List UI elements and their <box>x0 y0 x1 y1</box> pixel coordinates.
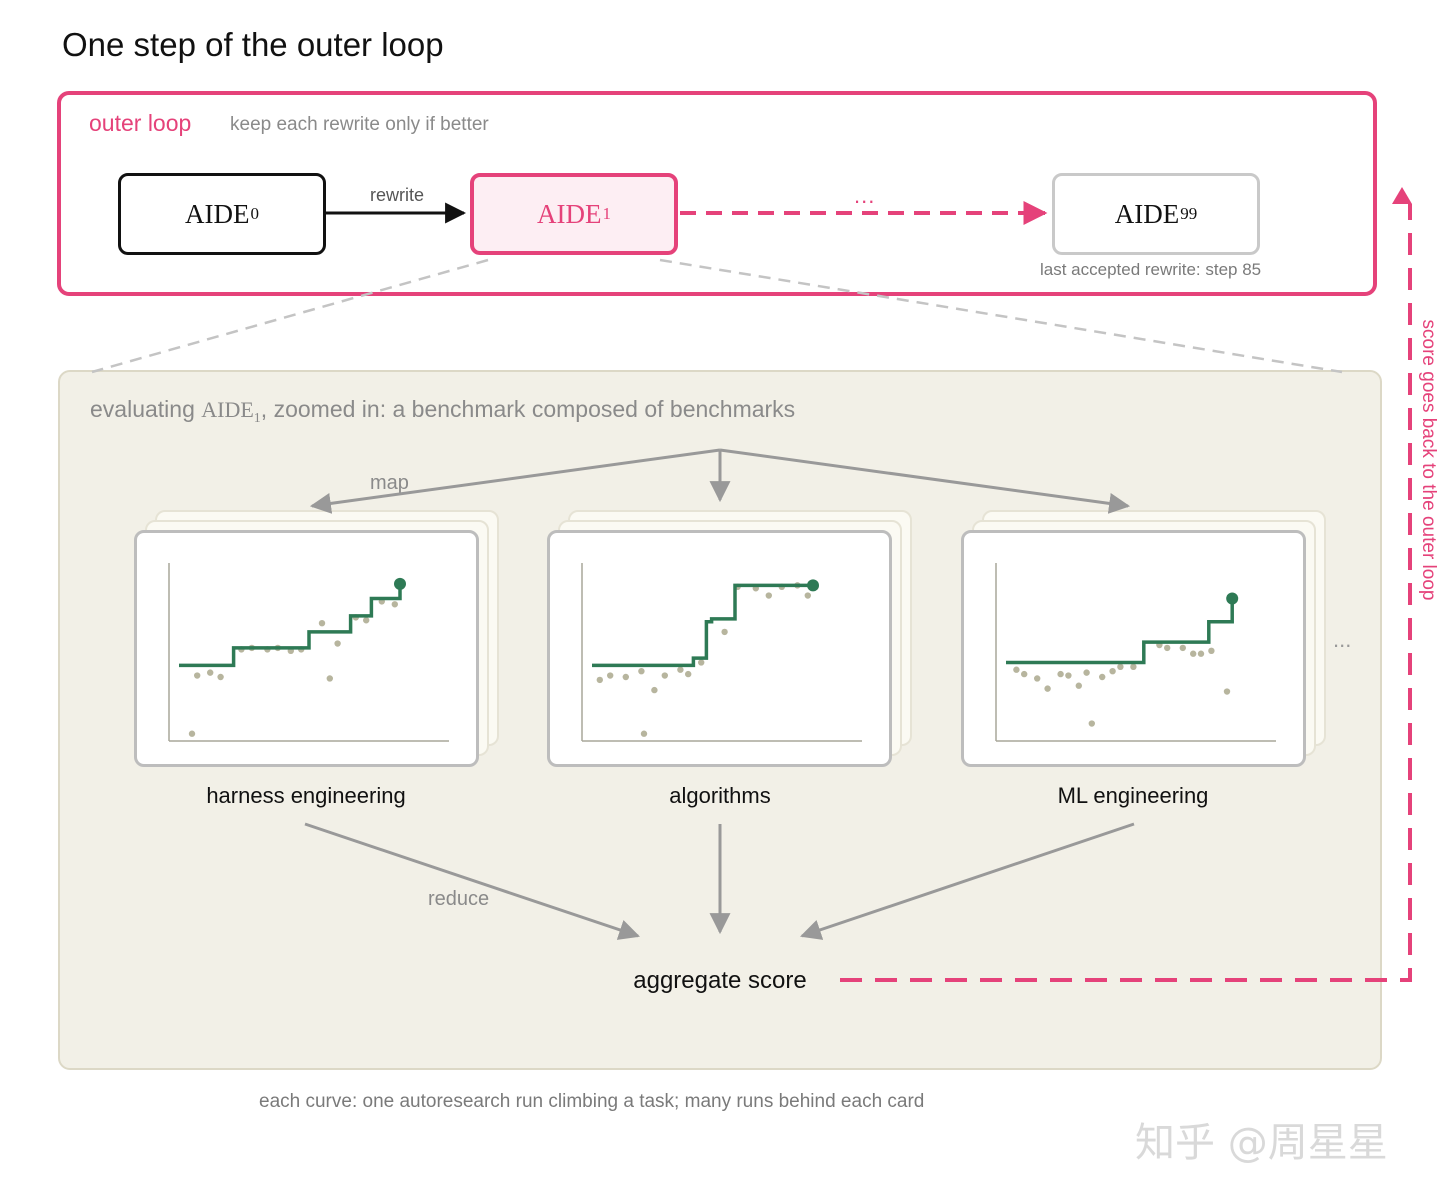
evaluation-title-math-sub: 1 <box>253 411 261 426</box>
last-accepted-label: last accepted rewrite: step 85 <box>1040 260 1262 279</box>
benchmark-label-ml: ML engineering <box>1057 783 1209 808</box>
map-label: map <box>370 472 409 494</box>
footer-caption: each curve: one autoresearch run climbin… <box>259 1091 925 1112</box>
map-arrow-left <box>309 448 721 514</box>
evaluation-title-suffix: , zoomed in: a benchmark composed of ben… <box>260 396 796 422</box>
best-so-far-line <box>179 583 402 668</box>
plot-point <box>1034 675 1041 682</box>
reduce-label: reduce <box>428 888 490 910</box>
outer-loop-ellipsis: ... <box>854 183 876 208</box>
feedback-path <box>840 204 1412 982</box>
plot-point <box>640 730 648 737</box>
plot-point <box>1179 644 1186 652</box>
plot-point <box>1117 663 1124 671</box>
aide-node-base: AIDE <box>185 198 250 229</box>
plot-point <box>1190 650 1197 657</box>
best-so-far-line <box>592 583 813 668</box>
map-arrow-right <box>719 448 1131 514</box>
outer-loop-box <box>57 91 1377 296</box>
benchmark-label-algorithms: algorithms <box>669 783 771 808</box>
more-benchmarks-ellipsis: ... <box>1333 627 1352 652</box>
plot-point <box>334 640 341 647</box>
plot-point <box>1083 669 1090 676</box>
plot-point <box>596 676 603 684</box>
best-so-far-endpoint <box>394 577 406 590</box>
benchmark-card-algorithms <box>547 530 892 767</box>
feedback-arrowhead <box>1392 187 1412 204</box>
aide-node-sub: 0 <box>250 204 259 223</box>
plot-point <box>765 592 772 599</box>
page-title: One step of the outer loop <box>62 26 444 63</box>
watermark: 知乎 @周星星 <box>1135 1120 1388 1166</box>
plot-point <box>638 667 645 675</box>
best-so-far-line <box>1006 598 1234 665</box>
plot-point <box>1164 644 1171 652</box>
plot-point <box>1057 670 1064 678</box>
plot-point <box>1075 682 1082 689</box>
plot-point <box>207 669 214 676</box>
plot-point <box>217 673 224 681</box>
best-so-far-endpoint <box>807 579 819 592</box>
zoom-guide-right <box>659 258 1343 374</box>
plot-point <box>1197 650 1205 657</box>
plot-point <box>661 672 668 679</box>
plot-point <box>1065 672 1072 679</box>
rewrite-label: rewrite <box>370 185 425 205</box>
plot-point <box>685 670 692 678</box>
plot-point <box>607 672 614 679</box>
plot-point <box>391 601 398 608</box>
plot-point <box>194 672 201 679</box>
plot-point <box>622 673 629 681</box>
plot-point <box>677 666 684 673</box>
plot-point <box>698 659 705 666</box>
reduce-arrow-left <box>304 822 640 940</box>
plot-point <box>326 675 333 682</box>
benchmark-card-harness <box>134 530 479 767</box>
run-curve-plot <box>168 563 449 742</box>
plot-point <box>188 730 196 737</box>
outer-loop-subtitle: keep each rewrite only if better <box>230 114 489 135</box>
plot-point <box>721 628 728 636</box>
aide-node-base: AIDE <box>1114 198 1180 229</box>
benchmark-card-ml <box>961 530 1306 767</box>
aggregate-score-label: aggregate score <box>633 967 807 994</box>
run-curve-plot <box>581 563 862 742</box>
plot-point <box>804 592 811 599</box>
plot-point <box>1223 688 1231 695</box>
plot-point <box>1109 667 1116 675</box>
zoom-guide-left <box>91 258 489 374</box>
plot-point <box>1044 685 1051 692</box>
evaluation-title-prefix: evaluating <box>90 396 202 422</box>
plot-point <box>363 617 370 624</box>
aide-node-sub: 99 <box>1180 204 1198 223</box>
run-curve-plot <box>995 563 1276 742</box>
plot-point <box>1130 663 1137 671</box>
plot-point <box>651 686 658 694</box>
outer-loop-label: outer loop <box>89 110 192 136</box>
plot-point <box>1013 666 1020 673</box>
evaluation-title: evaluating AIDE1, zoomed in: a benchmark… <box>90 396 795 427</box>
plot-point <box>1088 720 1095 727</box>
evaluation-title-math-base: AIDE <box>201 397 254 422</box>
aide-node-base: AIDE <box>537 198 602 229</box>
plot-point <box>318 619 326 627</box>
benchmark-label-harness: harness engineering <box>206 783 406 808</box>
aide-node-sub: 1 <box>602 204 611 223</box>
reduce-arrow-right <box>800 822 1135 940</box>
evaluation-title-math: AIDE1 <box>201 397 261 426</box>
plot-point <box>1208 647 1215 655</box>
plot-point <box>1099 673 1106 681</box>
best-so-far-endpoint <box>1226 592 1239 605</box>
plot-point <box>1021 670 1028 678</box>
